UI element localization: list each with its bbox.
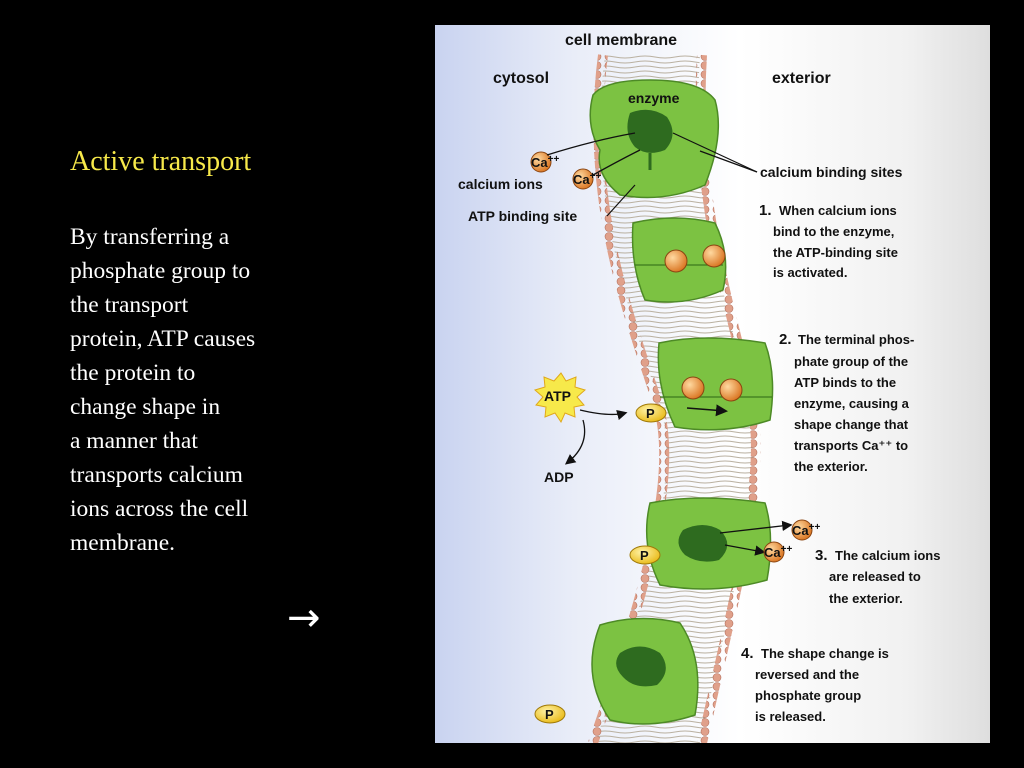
svg-text:are released to: are released to — [829, 569, 921, 584]
slide-title: Active transport — [70, 146, 252, 177]
svg-text:Ca++: Ca++ — [531, 154, 559, 170]
adp-label: ADP — [544, 469, 574, 485]
svg-text:transports Ca⁺⁺ to: transports Ca⁺⁺ to — [794, 438, 908, 453]
calcium-binding-sites-label: calcium binding sites — [760, 164, 903, 180]
ca-symbol: Ca — [573, 172, 590, 187]
svg-text:P: P — [545, 707, 554, 722]
phosphate-2: P — [629, 545, 661, 565]
body-line: transports calcium — [70, 462, 243, 488]
svg-text:Ca++: Ca++ — [764, 544, 792, 560]
step-1-caption: 1. When calcium ions bind to the enzyme,… — [759, 202, 898, 280]
cell-membrane-label: cell membrane — [565, 32, 677, 49]
svg-text:is activated.: is activated. — [773, 265, 847, 280]
body-line: change shape in — [70, 394, 221, 420]
phosphate-1: P — [635, 403, 667, 423]
svg-text:the exterior.: the exterior. — [794, 459, 868, 474]
svg-text:Ca++: Ca++ — [573, 171, 601, 187]
body-line: ions across the cell — [70, 496, 249, 522]
svg-text:P: P — [646, 406, 655, 421]
protein-state-4 — [591, 617, 699, 725]
phosphate-3: P — [534, 704, 566, 724]
released-calcium-ion-1: Ca++ — [791, 519, 820, 541]
atp-label: ATP — [544, 388, 571, 404]
released-calcium-ion-2: Ca++ — [763, 541, 792, 563]
svg-text:The shape change is: The shape change is — [761, 646, 889, 661]
svg-text:1.: 1. — [759, 202, 772, 219]
active-transport-figure: cell membrane cytosol exterior enzyme Ca… — [435, 25, 990, 743]
body-line: phosphate group to — [70, 258, 251, 284]
svg-text:4.: 4. — [741, 645, 754, 662]
svg-text:bind to the enzyme,: bind to the enzyme, — [773, 224, 894, 239]
protein-state-1 — [631, 217, 727, 303]
calcium-ion-1: Ca++ — [530, 151, 559, 173]
enzyme-protein — [589, 79, 720, 199]
svg-text:ATP binds to the: ATP binds to the — [794, 375, 896, 390]
ca-symbol: Ca — [531, 155, 548, 170]
protein-state-3 — [645, 497, 772, 590]
body-line: membrane. — [70, 530, 176, 556]
svg-text:enzyme, causing a: enzyme, causing a — [794, 396, 910, 411]
svg-text:The calcium ions: The calcium ions — [835, 548, 940, 563]
svg-text:Ca++: Ca++ — [792, 522, 820, 538]
svg-text:reversed and the: reversed and the — [755, 667, 859, 682]
svg-text:shape change that: shape change that — [794, 417, 909, 432]
enzyme-label: enzyme — [628, 90, 680, 106]
exterior-label: exterior — [772, 70, 831, 87]
svg-text:P: P — [640, 548, 649, 563]
step-2-caption: 2. The terminal phos- phate group of the… — [779, 331, 914, 474]
body-line: a manner that — [70, 428, 198, 454]
body-line: the transport — [70, 292, 189, 318]
body-line: By transferring a — [70, 224, 230, 250]
svg-text:the ATP-binding site: the ATP-binding site — [773, 245, 898, 260]
calcium-ion-2: Ca++ — [572, 168, 601, 190]
protein-state-2 — [657, 337, 774, 431]
cytosol-label: cytosol — [493, 70, 549, 87]
ca-charge: ++ — [590, 171, 602, 182]
body-line: protein, ATP causes — [70, 326, 256, 352]
body-line: the protein to — [70, 360, 196, 386]
svg-text:3.: 3. — [815, 547, 828, 564]
step-4-caption: 4. The shape change is reversed and the … — [741, 645, 889, 724]
atp-binding-site-label: ATP binding site — [468, 208, 577, 224]
atp-burst: ATP — [533, 372, 587, 424]
svg-text:phate group of the: phate group of the — [794, 354, 908, 369]
svg-text:The terminal phos-: The terminal phos- — [798, 332, 914, 347]
svg-text:phosphate group: phosphate group — [755, 688, 861, 703]
calcium-ions-label: calcium ions — [458, 176, 543, 192]
svg-text:the exterior.: the exterior. — [829, 591, 903, 606]
slide-body-text: By transferring a phosphate group to the… — [70, 220, 340, 560]
next-slide-arrow-icon[interactable]: → — [287, 595, 321, 641]
svg-text:2.: 2. — [779, 331, 792, 348]
step-3-caption: 3. The calcium ions are released to the … — [815, 547, 940, 606]
svg-text:is released.: is released. — [755, 709, 826, 724]
svg-text:When calcium ions: When calcium ions — [779, 203, 897, 218]
ca-charge: ++ — [548, 154, 560, 165]
